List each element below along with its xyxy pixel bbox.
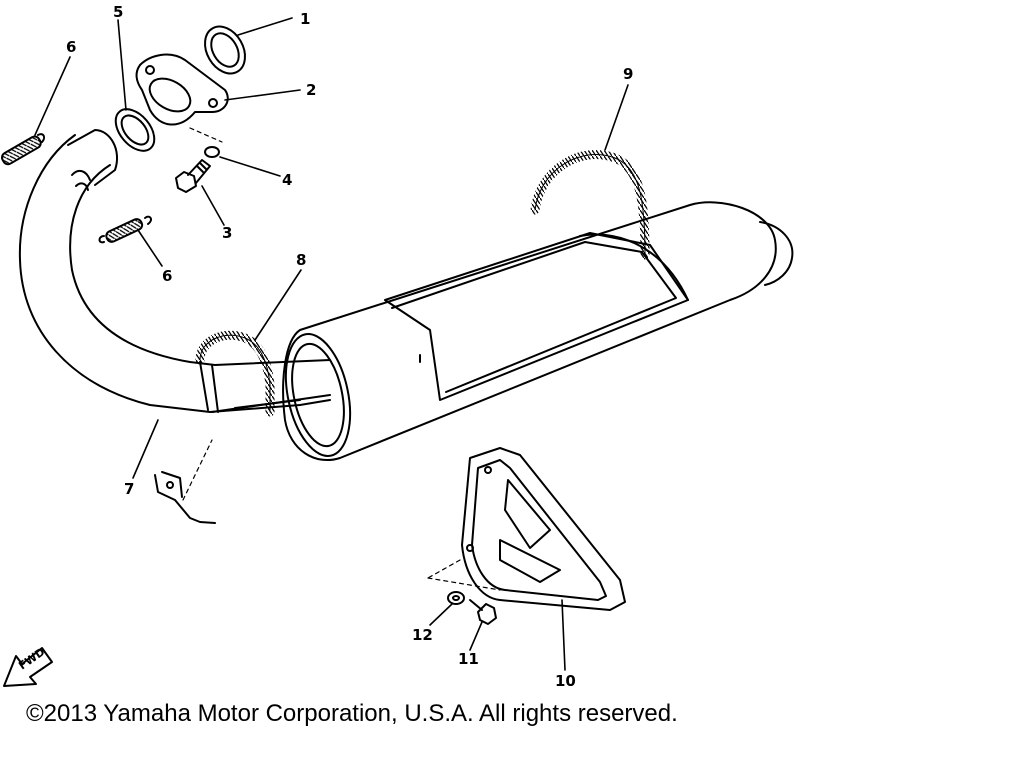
callout-12: 12 [412, 626, 433, 644]
callout-5: 5 [113, 3, 123, 21]
callout-1: 1 [300, 10, 310, 28]
bracket-washer [447, 591, 465, 605]
spring-lower [98, 215, 152, 244]
callout-8: 8 [296, 251, 306, 269]
flange-bolt [175, 159, 211, 193]
gasket [204, 25, 246, 75]
muffler-bracket [427, 447, 626, 611]
gasket-ring [114, 108, 156, 152]
callout-10: 10 [555, 672, 576, 690]
spring-upper [1, 133, 46, 166]
callout-4: 4 [282, 171, 292, 189]
damper-wire-front [195, 330, 275, 417]
callout-2: 2 [306, 81, 316, 99]
copyright-notice: ©2013 Yamaha Motor Corporation, U.S.A. A… [26, 700, 678, 727]
callout-6-upper: 6 [66, 38, 76, 56]
leader-lines [34, 17, 629, 671]
bracket-bolt [469, 599, 497, 625]
damper-wire-rear [530, 150, 650, 260]
muffler [282, 201, 794, 461]
callout-6-lower: 6 [162, 267, 172, 285]
callout-7: 7 [124, 480, 134, 498]
callout-9: 9 [623, 65, 633, 83]
pipe-bracket [154, 439, 216, 524]
callout-3: 3 [222, 224, 232, 242]
forward-arrow-icon [3, 647, 53, 687]
lock-washer [189, 127, 223, 158]
flange-joint [135, 53, 229, 126]
callout-11: 11 [458, 650, 479, 668]
